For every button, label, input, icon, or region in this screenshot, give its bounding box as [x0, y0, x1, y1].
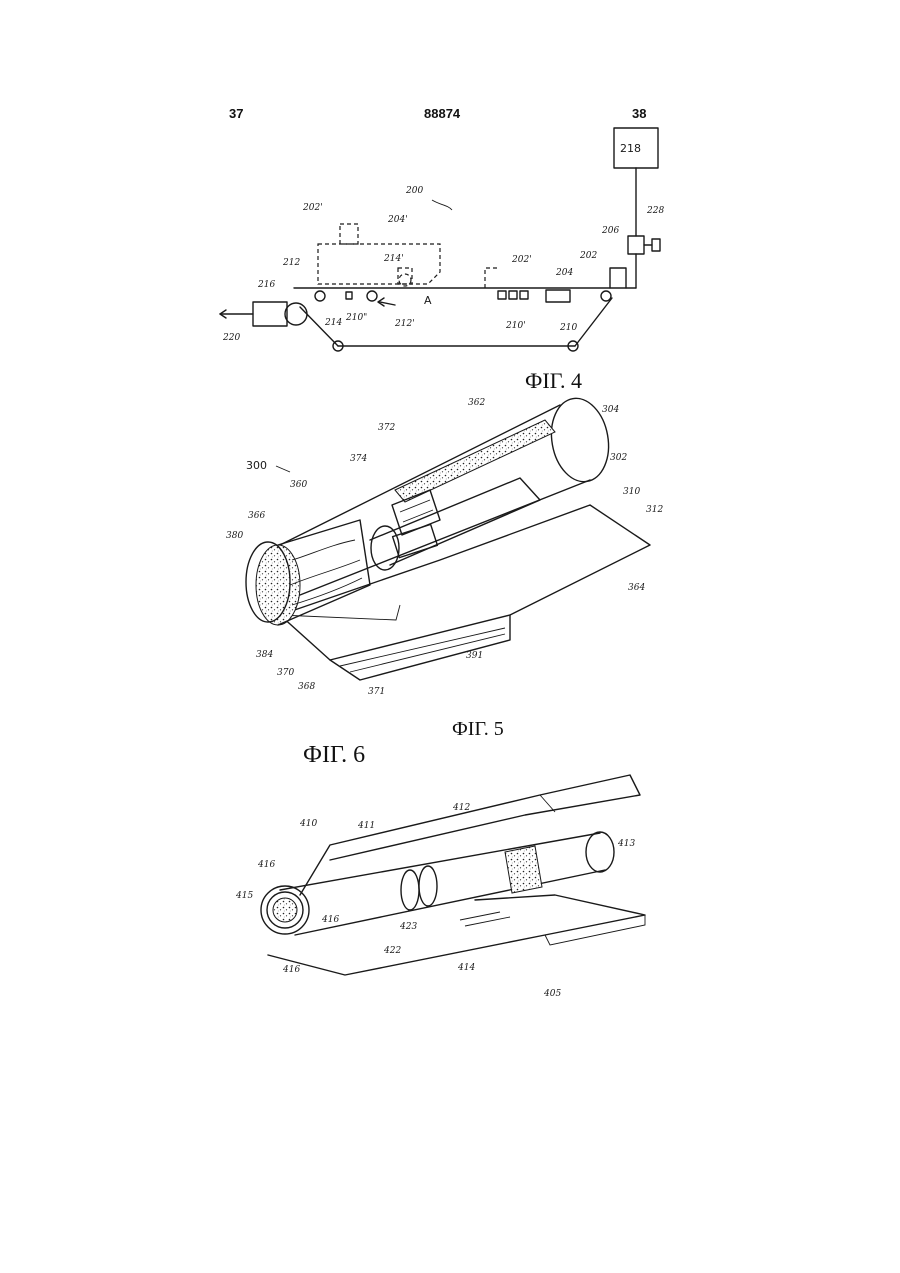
svg-text:371: 371 [368, 687, 385, 697]
svg-text:210": 210" [345, 313, 367, 323]
svg-text:411: 411 [357, 821, 375, 831]
svg-text:218: 218 [620, 142, 641, 155]
figure-5-drawing: 362 304 372 302 300 374 360 310 312 366 … [226, 394, 663, 697]
svg-text:312: 312 [646, 505, 663, 515]
svg-text:214': 214' [383, 254, 404, 264]
svg-text:368: 368 [298, 682, 315, 692]
svg-text:A: A [424, 294, 432, 307]
svg-text:304: 304 [602, 405, 619, 415]
figure-6-drawing: 412 410 411 413 416 415 416 423 422 416 … [235, 775, 645, 999]
svg-text:364: 364 [628, 583, 645, 593]
svg-text:416: 416 [257, 860, 275, 870]
svg-text:380: 380 [226, 531, 243, 541]
svg-text:214: 214 [324, 318, 342, 328]
svg-text:204: 204 [555, 268, 573, 278]
svg-text:423: 423 [399, 922, 417, 932]
svg-text:422: 422 [383, 946, 401, 956]
svg-text:370: 370 [277, 668, 294, 678]
svg-text:212': 212' [394, 319, 415, 329]
svg-text:210': 210' [505, 321, 526, 331]
figure-4-drawing: 218 200 202' 204' 228 206 202 202' 204 2… [220, 128, 664, 351]
svg-text:212: 212 [282, 258, 300, 268]
svg-text:310: 310 [623, 487, 640, 497]
svg-text:413: 413 [617, 839, 635, 849]
svg-text:374: 374 [350, 454, 367, 464]
svg-text:412: 412 [452, 803, 470, 813]
svg-text:202': 202' [511, 255, 532, 265]
svg-text:228: 228 [646, 206, 664, 216]
svg-text:384: 384 [256, 650, 273, 660]
svg-text:300: 300 [246, 459, 267, 472]
svg-text:416: 416 [282, 965, 300, 975]
svg-text:202': 202' [302, 203, 323, 213]
svg-text:210: 210 [559, 323, 577, 333]
svg-text:360: 360 [290, 480, 307, 490]
svg-text:414: 414 [457, 963, 475, 973]
svg-text:204': 204' [387, 215, 408, 225]
svg-text:372: 372 [378, 423, 395, 433]
svg-text:391: 391 [466, 651, 483, 661]
svg-text:362: 362 [468, 398, 485, 408]
svg-text:415: 415 [235, 891, 253, 901]
svg-text:200: 200 [405, 186, 423, 196]
svg-text:202: 202 [579, 251, 597, 261]
svg-text:410: 410 [299, 819, 317, 829]
svg-text:302: 302 [610, 453, 627, 463]
svg-text:206: 206 [601, 226, 619, 236]
svg-text:366: 366 [248, 511, 265, 521]
svg-text:416: 416 [321, 915, 339, 925]
svg-text:405: 405 [543, 989, 561, 999]
svg-text:216: 216 [257, 280, 275, 290]
svg-text:220: 220 [222, 333, 240, 343]
